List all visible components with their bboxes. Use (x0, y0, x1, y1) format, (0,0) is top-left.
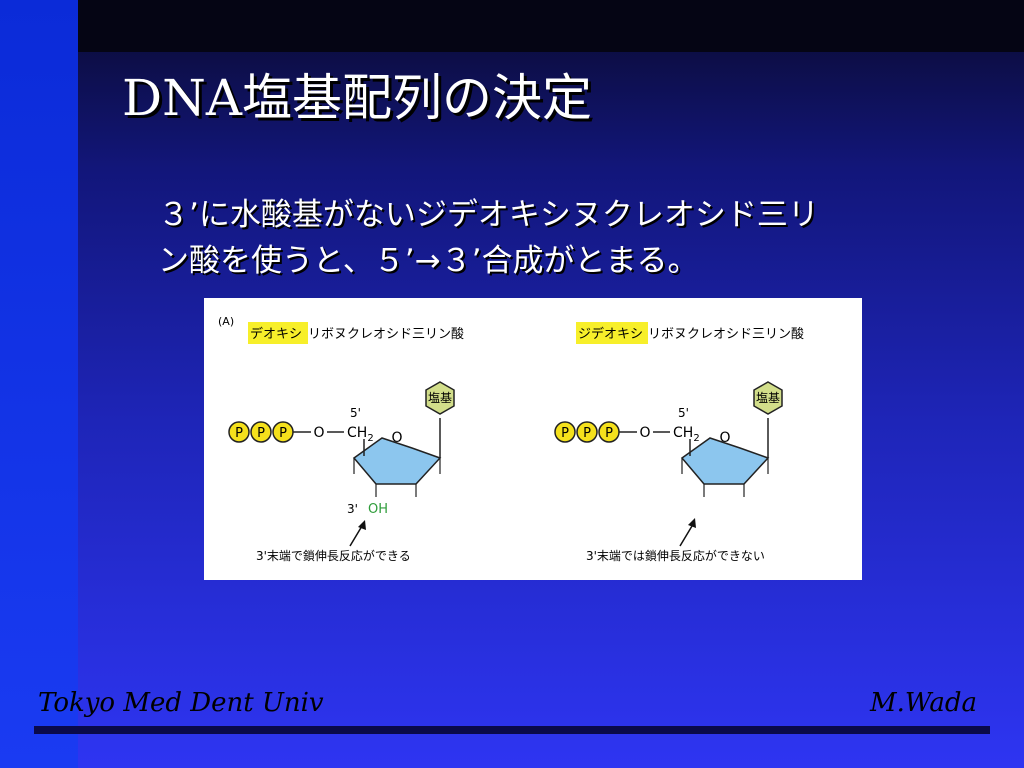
right-phosphate-2: P (576, 421, 598, 443)
right-phosphate-3: P (598, 421, 620, 443)
right-five-prime: 5' (678, 406, 689, 420)
left-oh: OH (368, 502, 388, 517)
left-arrow-head (358, 520, 366, 530)
top-band (78, 0, 1024, 52)
right-phosphate-1-label: P (561, 426, 569, 441)
left-structure: デオキシ リボヌクレオシド三リン酸 P P P O CH2 5' (228, 322, 464, 563)
panel-label: (A) (218, 315, 234, 328)
footer-institution: Tokyo Med Dent Univ (38, 688, 324, 718)
slide-title: DNA塩基配列の決定 (122, 69, 592, 127)
right-ring-oxygen: O (719, 430, 730, 446)
left-ring-oxygen: O (391, 430, 402, 446)
footer-author: M.Wada (870, 688, 977, 718)
body-line-2: ン酸を使うと、５’→３’合成がとまる。 (158, 243, 699, 279)
left-title-rest: リボヌクレオシド三リン酸 (308, 327, 464, 342)
right-base-hexagon (753, 381, 783, 415)
left-accent-bar (0, 0, 78, 768)
left-phosphate-2-label: P (257, 426, 265, 441)
body-text: ３’に水酸基がないジデオキシヌクレオシド三リ ン酸を使うと、５’→３’合成がとま… (158, 192, 948, 284)
right-phosphate-3-label: P (605, 426, 613, 441)
right-title-highlight: ジデオキシ (578, 326, 643, 342)
right-caption: 3'末端では鎖伸長反応ができない (586, 548, 765, 563)
left-phosphate-3-label: P (279, 426, 287, 441)
right-base-label: 塩基 (756, 390, 780, 405)
left-base-label: 塩基 (428, 390, 452, 405)
right-title-highlight-box (576, 322, 648, 344)
right-phosphate-2-label: P (583, 426, 591, 441)
left-phosphate-1-label: P (235, 426, 243, 441)
figure-svg: (A) デオキシ リボヌクレオシド三リン酸 P P P O CH2 5' (218, 315, 804, 563)
right-structure: ジデオキシ リボヌクレオシド三リン酸 P P P O CH2 5' O (554, 322, 804, 563)
left-phosphate-3: P (272, 421, 294, 443)
right-oxygen-link: O (639, 425, 650, 441)
left-oxygen-link: O (313, 425, 324, 441)
left-ch2: CH2 (347, 425, 374, 444)
right-title-rest: リボヌクレオシド三リン酸 (648, 327, 804, 342)
left-caption: 3'末端で鎖伸長反応ができる (256, 548, 411, 563)
right-arrow-head (688, 518, 696, 528)
left-phosphate-2: P (250, 421, 272, 443)
left-five-prime: 5' (350, 406, 361, 420)
left-title-highlight: デオキシ (250, 326, 302, 342)
nucleotide-figure: (A) デオキシ リボヌクレオシド三リン酸 P P P O CH2 5' (204, 298, 862, 580)
left-phosphate-1: P (228, 421, 250, 443)
left-base-hexagon (425, 381, 455, 415)
footer-rule (34, 726, 990, 734)
left-three-prime: 3' (347, 502, 358, 516)
body-line-1: ３’に水酸基がないジデオキシヌクレオシド三リ (158, 197, 819, 233)
right-phosphate-1: P (554, 421, 576, 443)
right-ch2: CH2 (673, 425, 700, 444)
left-title-highlight-box (248, 322, 308, 344)
